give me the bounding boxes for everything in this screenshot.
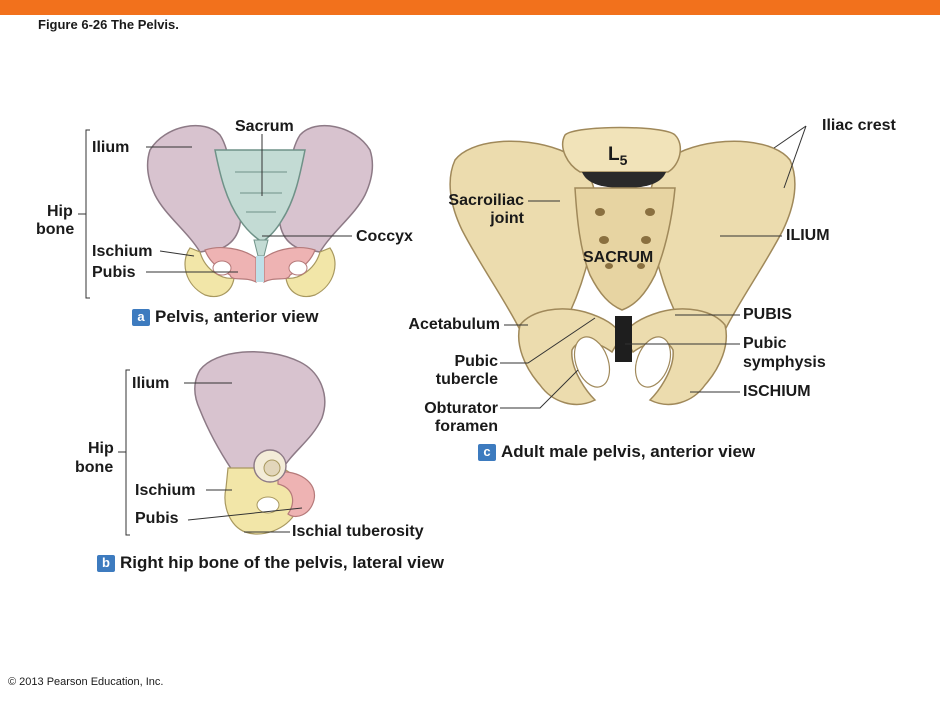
panel-a-art — [78, 124, 374, 299]
c-label-symphysis: symphysis — [743, 354, 826, 371]
b-ilium — [194, 351, 326, 471]
panel-c-caption: c Adult male pelvis, anterior view — [478, 442, 755, 462]
b-label-ischium: Ischium — [135, 482, 196, 499]
panel-c-caption-text: Adult male pelvis, anterior view — [501, 442, 756, 461]
c-label-l5-sub: 5 — [619, 151, 628, 168]
c-label-ilium: ILIUM — [786, 227, 830, 244]
b-pubis — [277, 471, 316, 518]
b-label-ilium: Ilium — [132, 375, 170, 392]
top-accent-bar — [0, 0, 940, 15]
figure-title: Figure 6-26 The Pelvis. — [38, 17, 179, 32]
panel-b-badge: b — [97, 554, 115, 572]
c-label-iliac-crest: Iliac crest — [822, 117, 896, 134]
c-label-joint: joint — [490, 210, 524, 227]
panel-b-art — [118, 351, 326, 536]
c-left-lower — [518, 308, 623, 406]
a-right-ischium — [285, 247, 336, 298]
panel-b-caption-text: Right hip bone of the pelvis, lateral vi… — [120, 553, 444, 572]
panel-c-art — [449, 125, 807, 409]
b-label-pubis: Pubis — [135, 510, 179, 527]
panel-a-caption: a Pelvis, anterior view — [132, 307, 318, 327]
panel-a-badge: a — [132, 308, 150, 326]
a-label-sacrum: Sacrum — [235, 118, 294, 135]
panel-b-caption: b Right hip bone of the pelvis, lateral … — [97, 553, 444, 573]
c-l5 — [561, 126, 682, 173]
c-disc — [582, 172, 666, 188]
c-label-acetabulum: Acetabulum — [408, 316, 500, 333]
c-sacrum — [574, 187, 676, 311]
c-label-sacroiliac: Sacroiliac — [448, 192, 524, 209]
b-label-bone: bone — [75, 459, 114, 476]
b-label-hip: Hip — [88, 440, 114, 457]
a-label-bone: bone — [36, 221, 75, 238]
c-label-pubis: PUBIS — [743, 306, 792, 323]
panel-a-caption-text: Pelvis, anterior view — [155, 307, 319, 326]
a-label-coccyx: Coccyx — [356, 228, 413, 245]
a-label-hip: Hip — [47, 203, 73, 220]
c-label-pubic-tubercle-1: Pubic — [454, 353, 498, 370]
c-label-pubic-tubercle-2: tubercle — [435, 371, 498, 388]
a-symphysis — [256, 256, 264, 282]
panel-c-badge: c — [478, 443, 496, 461]
c-symphysis — [615, 316, 632, 362]
c-label-obturator: Obturator — [424, 400, 498, 417]
c-label-l5: L5 — [608, 144, 627, 168]
c-label-l5-letter: L — [608, 144, 620, 165]
c-right-lower — [622, 308, 727, 406]
c-label-sacrum: SACRUM — [583, 249, 654, 266]
c-label-ischium: ISCHIUM — [743, 383, 811, 400]
c-left-ilium — [449, 140, 597, 331]
a-label-ischium: Ischium — [92, 243, 153, 260]
c-label-foramen: foramen — [434, 418, 498, 435]
b-label-ischial-tuberosity: Ischial tuberosity — [292, 523, 424, 540]
copyright-notice: © 2013 Pearson Education, Inc. — [8, 676, 164, 688]
a-label-pubis: Pubis — [92, 264, 136, 281]
a-label-ilium: Ilium — [92, 139, 130, 156]
c-label-pubic: Pubic — [743, 335, 787, 352]
a-coccyx — [253, 239, 269, 257]
